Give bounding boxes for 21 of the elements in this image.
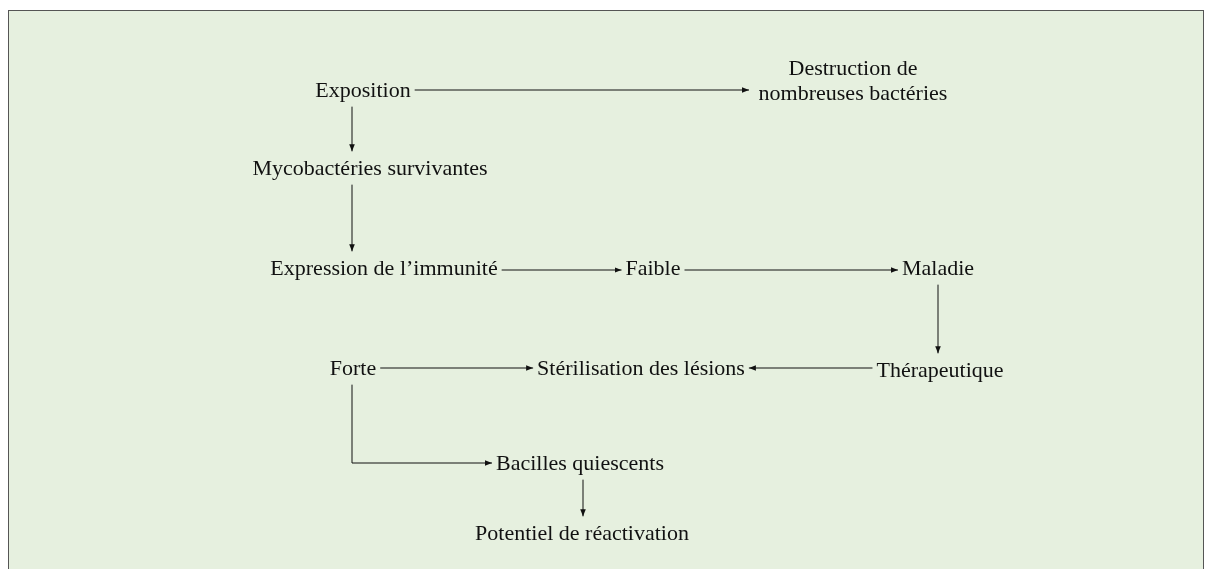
arrow	[414, 87, 750, 93]
arrow	[501, 267, 622, 273]
arrow	[580, 479, 586, 517]
node-label: Mycobactéries survivantes	[252, 155, 488, 181]
node-label: Thérapeutique	[876, 357, 1004, 383]
node-label: Bacilles quiescents	[496, 450, 664, 476]
arrow	[351, 384, 493, 466]
arrow	[379, 365, 534, 371]
node-label: Stérilisation des lésions	[537, 355, 745, 381]
node-label: Maladie	[901, 255, 975, 281]
arrow	[349, 106, 355, 152]
node-label: Destruction de nombreuses bactéries	[757, 54, 949, 106]
node-label: Faible	[625, 255, 681, 281]
node-label: Expression de l’immunité	[270, 255, 498, 281]
arrow	[935, 284, 941, 354]
node-label: Forte	[329, 355, 377, 381]
arrow	[748, 365, 873, 371]
node-label: Exposition	[315, 77, 411, 103]
arrow	[684, 267, 899, 273]
arrow	[349, 184, 355, 252]
node-label: Potentiel de réactivation	[475, 520, 689, 546]
